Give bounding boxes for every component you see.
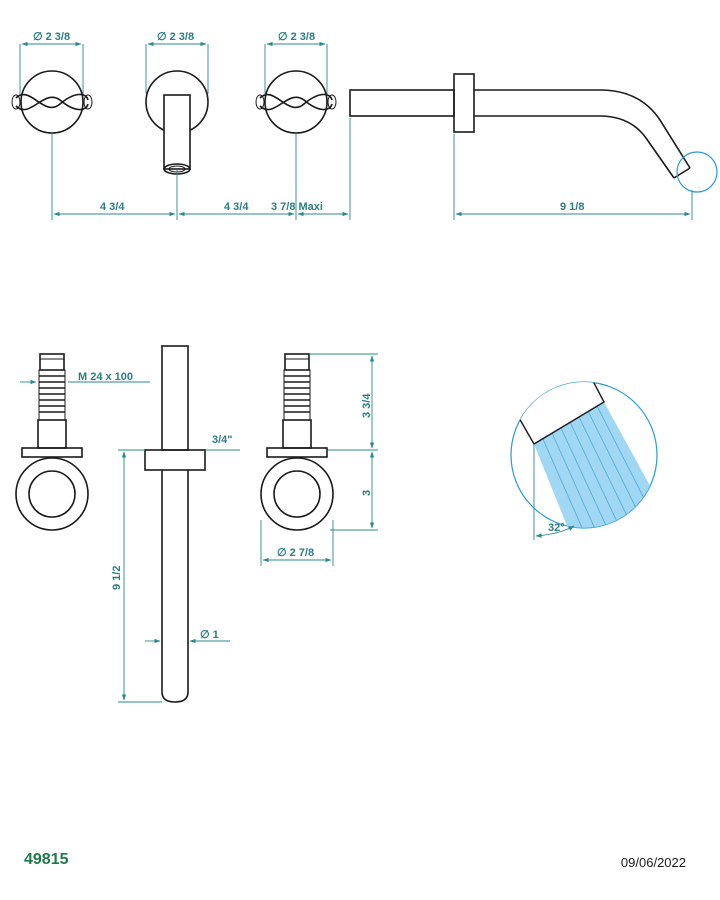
left-valve-side-view: [15, 353, 150, 531]
dim-length: 9 1/2: [111, 566, 123, 590]
product-code: 49815: [24, 851, 69, 868]
dim-height-upper: 3 3/4: [361, 393, 373, 418]
length-dimension-lines: [118, 449, 230, 703]
right-valve-side-view: [260, 353, 334, 531]
left-valve-thread: [38, 369, 66, 421]
dim-spacing-2: 4 3/4: [224, 201, 249, 213]
dim-diameter-center: ∅ 2 3/8: [157, 31, 194, 43]
right-valve-thread: [283, 369, 311, 421]
drawing-date: 09/06/2022: [620, 855, 686, 870]
spout-end-view: [145, 70, 209, 175]
dim-diameter-left: ∅ 2 3/8: [33, 31, 70, 43]
dim-diameter-right: ∅ 2 3/8: [278, 31, 315, 43]
dim-diameter-1: ∅ 1: [200, 629, 219, 641]
right-handle-top-view: [255, 70, 337, 134]
spout-body-side-view: [144, 345, 240, 703]
detail-angle-label: 32°: [548, 522, 565, 534]
dim-thread: M 24 x 100: [78, 371, 133, 383]
left-handle-top-view: [11, 70, 93, 134]
top-dimension-lines: [19, 41, 693, 220]
spout-side-view: [349, 73, 718, 193]
dim-pipe-size: 3/4": [212, 434, 233, 446]
dim-height-lower: 3: [361, 490, 373, 496]
right-height-dimension-lines: [260, 353, 378, 566]
dim-max: 3 7/8 Maxi: [271, 201, 323, 213]
aerator-detail-view: [510, 381, 658, 540]
dim-diameter-bottom: ∅ 2 7/8: [277, 547, 314, 559]
dim-spout-length: 9 1/8: [560, 201, 584, 213]
dim-spacing-1: 4 3/4: [100, 201, 125, 213]
